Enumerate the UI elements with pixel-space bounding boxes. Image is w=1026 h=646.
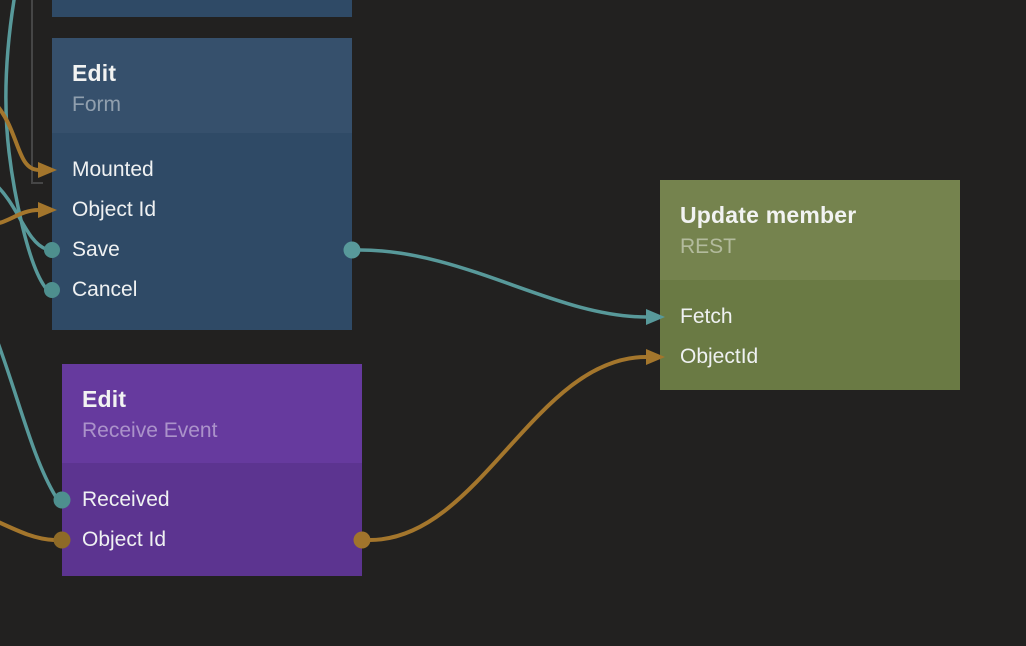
node-subtitle: REST [680, 235, 737, 258]
node-body: Mounted Object Id Save Cancel [52, 133, 352, 310]
node-subtitle: Form [72, 93, 121, 116]
wire-to-object-id-form[interactable] [0, 208, 41, 225]
node-header: Edit Receive Event [62, 364, 362, 463]
port-objectid[interactable]: ObjectId [680, 345, 759, 368]
node-update-member[interactable]: Update member REST Fetch ObjectId [660, 180, 960, 390]
node-edit-form[interactable]: Edit Form Mounted Object Id Save Cancel [52, 38, 352, 330]
node-edit-receive-event[interactable]: Edit Receive Event Received Object Id [62, 364, 362, 576]
node-subtitle: Receive Event [82, 419, 218, 442]
port-fetch[interactable]: Fetch [680, 305, 733, 328]
port-mounted[interactable]: Mounted [72, 158, 154, 181]
node-partial-top[interactable] [52, 0, 352, 17]
wire-grey-elbow[interactable] [31, 0, 43, 184]
node-header: Edit Form [52, 38, 352, 133]
wire-to-save[interactable] [0, 183, 48, 251]
wire-to-mounted[interactable] [0, 102, 41, 172]
port-cancel[interactable]: Cancel [72, 278, 138, 301]
wire-to-cancel[interactable] [4, 0, 47, 289]
node-header: Update member REST [660, 180, 960, 280]
node-title: Edit [82, 386, 127, 412]
node-body: Fetch ObjectId [660, 280, 960, 377]
wire-event-to-objectid[interactable] [368, 355, 648, 542]
wire-save-to-fetch[interactable] [358, 248, 648, 319]
port-object-id[interactable]: Object Id [82, 528, 167, 551]
port-object-id[interactable]: Object Id [72, 198, 157, 221]
node-title: Update member [680, 202, 857, 228]
port-save[interactable]: Save [72, 238, 120, 261]
wire-to-object-id-event[interactable] [0, 520, 56, 542]
node-body: Received Object Id [62, 463, 362, 560]
port-received[interactable]: Received [82, 488, 170, 511]
node-title: Edit [72, 60, 117, 86]
wire-to-received[interactable] [0, 332, 58, 499]
